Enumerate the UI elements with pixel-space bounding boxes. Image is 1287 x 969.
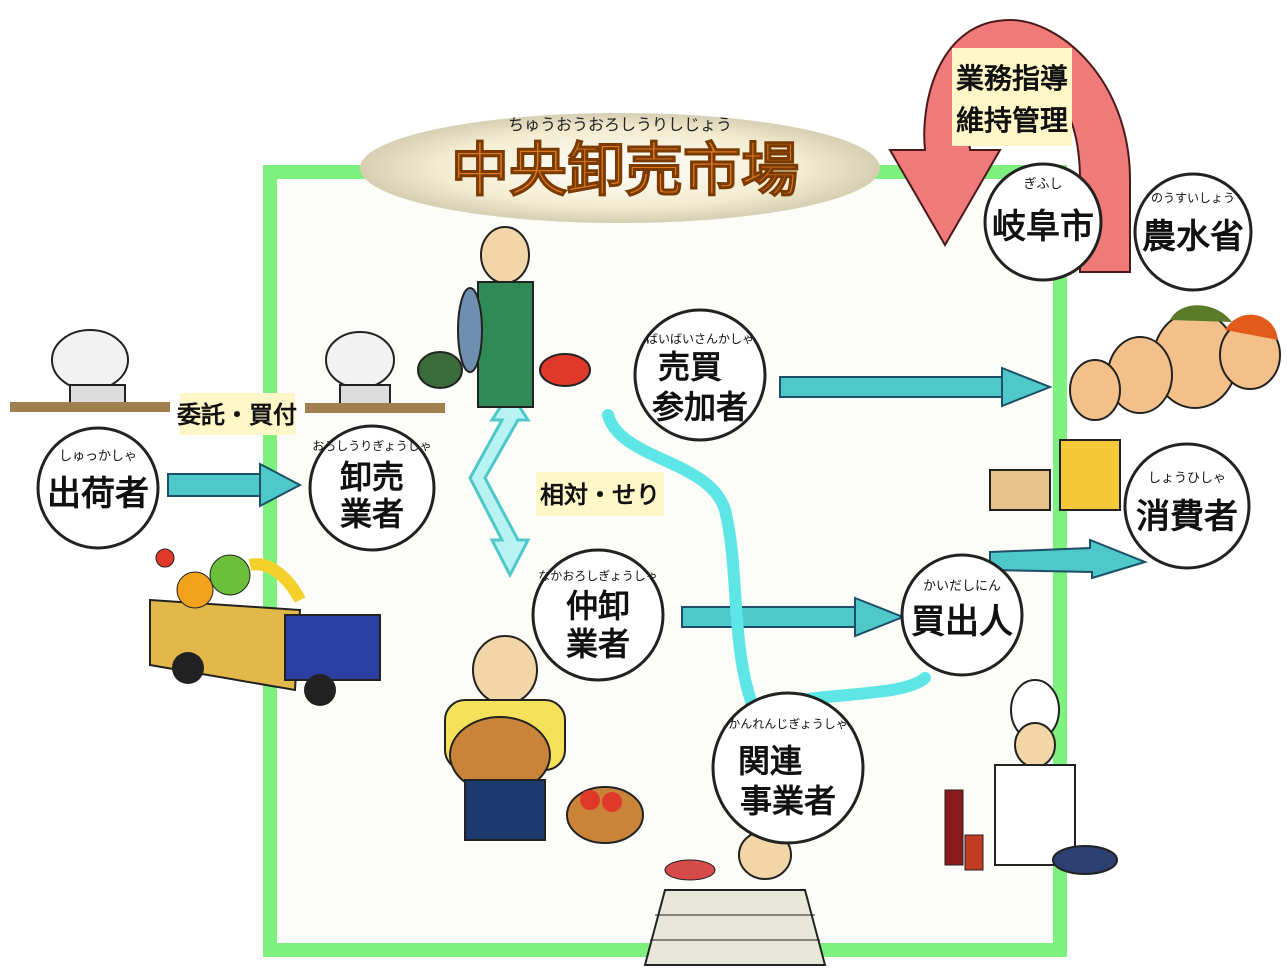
node-kanren: かんれんじぎょうしゃ 関連 事業者 xyxy=(711,691,865,845)
node-label: 消費者 xyxy=(1136,497,1238,537)
node-label: 卸売 xyxy=(340,458,404,496)
node-label: 事業者 xyxy=(740,782,836,820)
arrow-nakaoroshi-to-kaidashi xyxy=(681,596,906,638)
node-ruby: なかおろしぎょうしゃ xyxy=(538,569,657,583)
satellite-dish-icon xyxy=(10,329,170,412)
node-label: 業者 xyxy=(340,495,404,533)
node-ruby: しゅっかしゃ xyxy=(59,449,137,464)
node-label: 買出人 xyxy=(911,602,1013,642)
guidance-label-box xyxy=(952,48,1072,146)
node-label: 売買 xyxy=(658,348,722,386)
arrow-baibai-to-shohisha xyxy=(779,366,1053,408)
node-ruby: かいだしにん xyxy=(923,579,1001,594)
node-label: 参加者 xyxy=(652,388,748,426)
node-label: 農水省 xyxy=(1142,217,1244,257)
node-label: 業者 xyxy=(566,625,630,663)
node-label: 関連 xyxy=(738,742,803,780)
node-oroshi: おろしうりぎょうしゃ 卸売 業者 xyxy=(308,424,436,552)
node-label: 仲卸 xyxy=(566,587,630,625)
aitai-label: 相対・せり xyxy=(540,481,660,509)
node-nakaoroshi: なかおろしぎょうしゃ 仲卸 業者 xyxy=(531,548,665,682)
guidance-label-1: 業務指導 xyxy=(956,62,1068,95)
node-baibai: ばいばいさんかしゃ 売買 参加者 xyxy=(633,308,767,442)
node-ruby: しょうひしゃ xyxy=(1148,471,1226,486)
arrow-kaidashi-to-shohisha xyxy=(989,538,1149,580)
node-ruby: かんれんじぎょうしゃ xyxy=(728,717,847,731)
node-shohisha: しょうひしゃ 消費者 xyxy=(1123,442,1251,570)
guidance-label-2: 維持管理 xyxy=(956,104,1068,137)
itaku-label: 委託・買付 xyxy=(176,401,297,429)
page-title: 中央卸売市場 xyxy=(451,136,799,204)
arrow-aitai-seri xyxy=(468,389,531,579)
title-ruby: ちゅうおうおろしうりしじょう xyxy=(508,115,732,134)
node-nosui: のうすいしょう 農水省 xyxy=(1133,172,1253,292)
node-label: 出荷者 xyxy=(47,474,149,514)
node-ruby: おろしうりぎょうしゃ xyxy=(312,439,431,453)
node-ruby: ばいばいさんかしゃ xyxy=(646,332,754,346)
market-frame xyxy=(263,165,1067,957)
node-shukkasha: しゅっかしゃ 出荷者 xyxy=(36,426,160,550)
itaku-label-box xyxy=(180,393,295,435)
aitai-label-box xyxy=(536,472,664,516)
chef-icon xyxy=(944,679,1118,875)
truck-with-produce-icon xyxy=(149,548,381,706)
family-icon xyxy=(989,305,1281,511)
fish-wholesaler-icon xyxy=(417,226,591,408)
node-ruby: ぎふし xyxy=(1023,177,1062,192)
satellite-dish-icon xyxy=(305,331,445,413)
arrow-shukka-to-oroshi xyxy=(167,462,303,508)
node-gifu: ぎふし 岐阜市 xyxy=(983,162,1103,282)
title-backdrop xyxy=(360,113,880,223)
vegetable-seller-icon xyxy=(444,635,644,844)
node-ruby: のうすいしょう xyxy=(1151,191,1235,205)
node-kaidashi: かいだしにん 買出人 xyxy=(900,553,1024,677)
node-label: 岐阜市 xyxy=(992,207,1094,247)
